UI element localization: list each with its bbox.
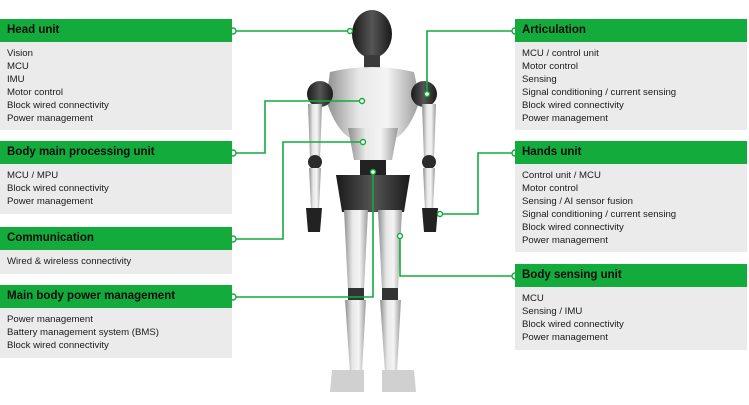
body-sensing-box: Body sensing unit MCU Sensing / IMU Bloc…: [515, 264, 747, 350]
list-item: Power management: [522, 331, 608, 343]
robot-body: [306, 10, 438, 392]
list-item: IMU: [7, 73, 25, 85]
communication-title: Communication: [0, 227, 232, 250]
list-item: Power management: [7, 314, 93, 325]
connector-body-sensing: [399, 236, 515, 277]
list-item: MCU: [522, 293, 544, 304]
list-item: Block wired connectivity: [7, 339, 109, 351]
robot-left-foot: [330, 370, 364, 392]
hands-unit-box: Hands unit Control unit / MCU Motor cont…: [515, 141, 747, 253]
list-item: Motor control: [522, 60, 578, 72]
list-item: Power management: [522, 112, 608, 124]
body-main-processing-box: Body main processing unit MCU / MPU Bloc…: [0, 141, 232, 214]
hands-title: Hands unit: [515, 141, 747, 164]
robot-right-forearm: [423, 168, 435, 210]
robot-right-hand: [422, 208, 438, 232]
list-item: Vision: [7, 48, 33, 59]
communication-list: Wired & wireless connectivity: [0, 250, 232, 274]
body-sensing-list: MCU Sensing / IMU Block wired connectivi…: [515, 287, 747, 350]
list-item: Power management: [522, 234, 608, 246]
robot-head: [352, 10, 392, 58]
list-item: Motor control: [522, 182, 578, 194]
connector-body-main: [233, 100, 362, 154]
list-item: Block wired connectivity: [522, 99, 624, 111]
robot-right-foot: [382, 370, 416, 392]
power-mgmt-list: Power management Battery management syst…: [0, 308, 232, 358]
head-unit-list: Vision MCU IMU Motor control Block wired…: [0, 42, 232, 131]
robot-left-shoulder: [307, 81, 333, 107]
list-item: Power management: [7, 195, 93, 207]
robot-chest: [326, 67, 420, 138]
list-item: Block wired connectivity: [522, 318, 624, 330]
communication-box: Communication Wired & wireless connectiv…: [0, 227, 232, 274]
robot-right-thigh: [378, 210, 402, 290]
robot-right-upper-arm: [422, 104, 436, 160]
list-item: MCU / control unit: [522, 48, 599, 59]
connector-communication: [233, 141, 363, 240]
list-item: Sensing / IMU: [522, 305, 583, 317]
body-sensing-title: Body sensing unit: [515, 264, 747, 287]
list-item: Sensing / AI sensor fusion: [522, 195, 633, 207]
list-item: Block wired connectivity: [522, 221, 624, 233]
connector-articulation: [426, 30, 515, 94]
body-main-title: Body main processing unit: [0, 141, 232, 164]
head-unit-title: Head unit: [0, 19, 232, 42]
list-item: MCU: [7, 60, 29, 72]
articulation-list: MCU / control unit Motor control Sensing…: [515, 42, 747, 131]
robot-neck: [364, 55, 380, 69]
robot-left-shin: [345, 300, 366, 372]
list-item: Wired & wireless connectivity: [7, 256, 132, 267]
connector-power-mgmt: [233, 172, 374, 298]
articulation-title: Articulation: [515, 19, 747, 42]
connector-lines: [233, 30, 515, 298]
head-unit-box: Head unit Vision MCU IMU Motor control B…: [0, 19, 232, 131]
main-body-power-box: Main body power management Power managem…: [0, 285, 232, 358]
robot-left-upper-arm: [308, 104, 322, 160]
list-item: Sensing: [522, 73, 557, 85]
articulation-box: Articulation MCU / control unit Motor co…: [515, 19, 747, 131]
list-item: Signal conditioning / current sensing: [522, 86, 677, 98]
list-item: Motor control: [7, 86, 63, 98]
list-item: Block wired connectivity: [7, 99, 109, 111]
robot-left-thigh: [344, 210, 368, 290]
robot-left-hand: [306, 208, 322, 232]
list-item: MCU / MPU: [7, 170, 59, 181]
list-item: Block wired connectivity: [7, 182, 109, 194]
robot-right-shin: [380, 300, 401, 372]
list-item: Power management: [7, 112, 93, 124]
list-item: Battery management system (BMS): [7, 326, 159, 338]
connector-hands: [440, 152, 515, 215]
robot-left-forearm: [309, 168, 321, 210]
list-item: Signal conditioning / current sensing: [522, 208, 677, 220]
list-item: Control unit / MCU: [522, 170, 601, 181]
body-main-list: MCU / MPU Block wired connectivity Power…: [0, 164, 232, 214]
hands-list: Control unit / MCU Motor control Sensing…: [515, 164, 747, 253]
robot-abdomen: [348, 128, 398, 160]
power-mgmt-title: Main body power management: [0, 285, 232, 308]
